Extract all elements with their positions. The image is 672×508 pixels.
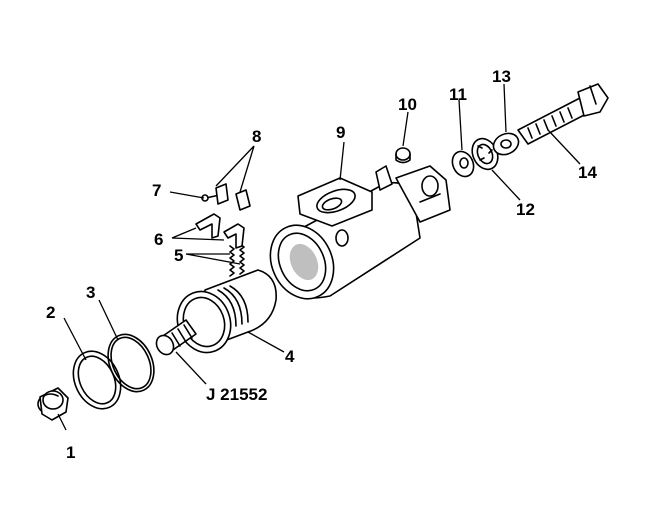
callout-5: 5 bbox=[174, 246, 183, 265]
callout-4: 4 bbox=[285, 347, 295, 366]
part-1-plug bbox=[37, 387, 69, 421]
callout-2: 2 bbox=[46, 303, 55, 322]
part-4-piston bbox=[155, 269, 277, 356]
part-9-housing bbox=[269, 165, 451, 300]
part-6-brackets bbox=[195, 213, 245, 249]
callout-10: 10 bbox=[398, 95, 417, 114]
callout-14: 14 bbox=[578, 163, 597, 182]
callout-labels: 1 2 3 4 5 6 7 8 9 10 11 12 13 14 J 21552 bbox=[46, 67, 597, 462]
part-10-cap bbox=[395, 147, 411, 164]
part-8-clips bbox=[215, 183, 251, 211]
part-14-bolt bbox=[517, 83, 609, 145]
callout-6: 6 bbox=[154, 230, 163, 249]
callout-11: 11 bbox=[449, 85, 467, 104]
callout-8: 8 bbox=[252, 127, 261, 146]
tool-label-j21552: J 21552 bbox=[206, 385, 267, 404]
part-3-o-ring bbox=[107, 333, 155, 393]
callout-12: 12 bbox=[516, 200, 535, 219]
callout-1: 1 bbox=[66, 443, 75, 462]
part-12-seal bbox=[471, 137, 499, 171]
callout-7: 7 bbox=[152, 181, 161, 200]
part-5-springs bbox=[229, 243, 245, 277]
callout-9: 9 bbox=[336, 123, 345, 142]
leader-lines bbox=[57, 83, 581, 431]
callout-13: 13 bbox=[492, 67, 511, 86]
part-13-washer bbox=[492, 132, 520, 156]
part-11-washer bbox=[451, 150, 475, 178]
callout-3: 3 bbox=[86, 283, 95, 302]
